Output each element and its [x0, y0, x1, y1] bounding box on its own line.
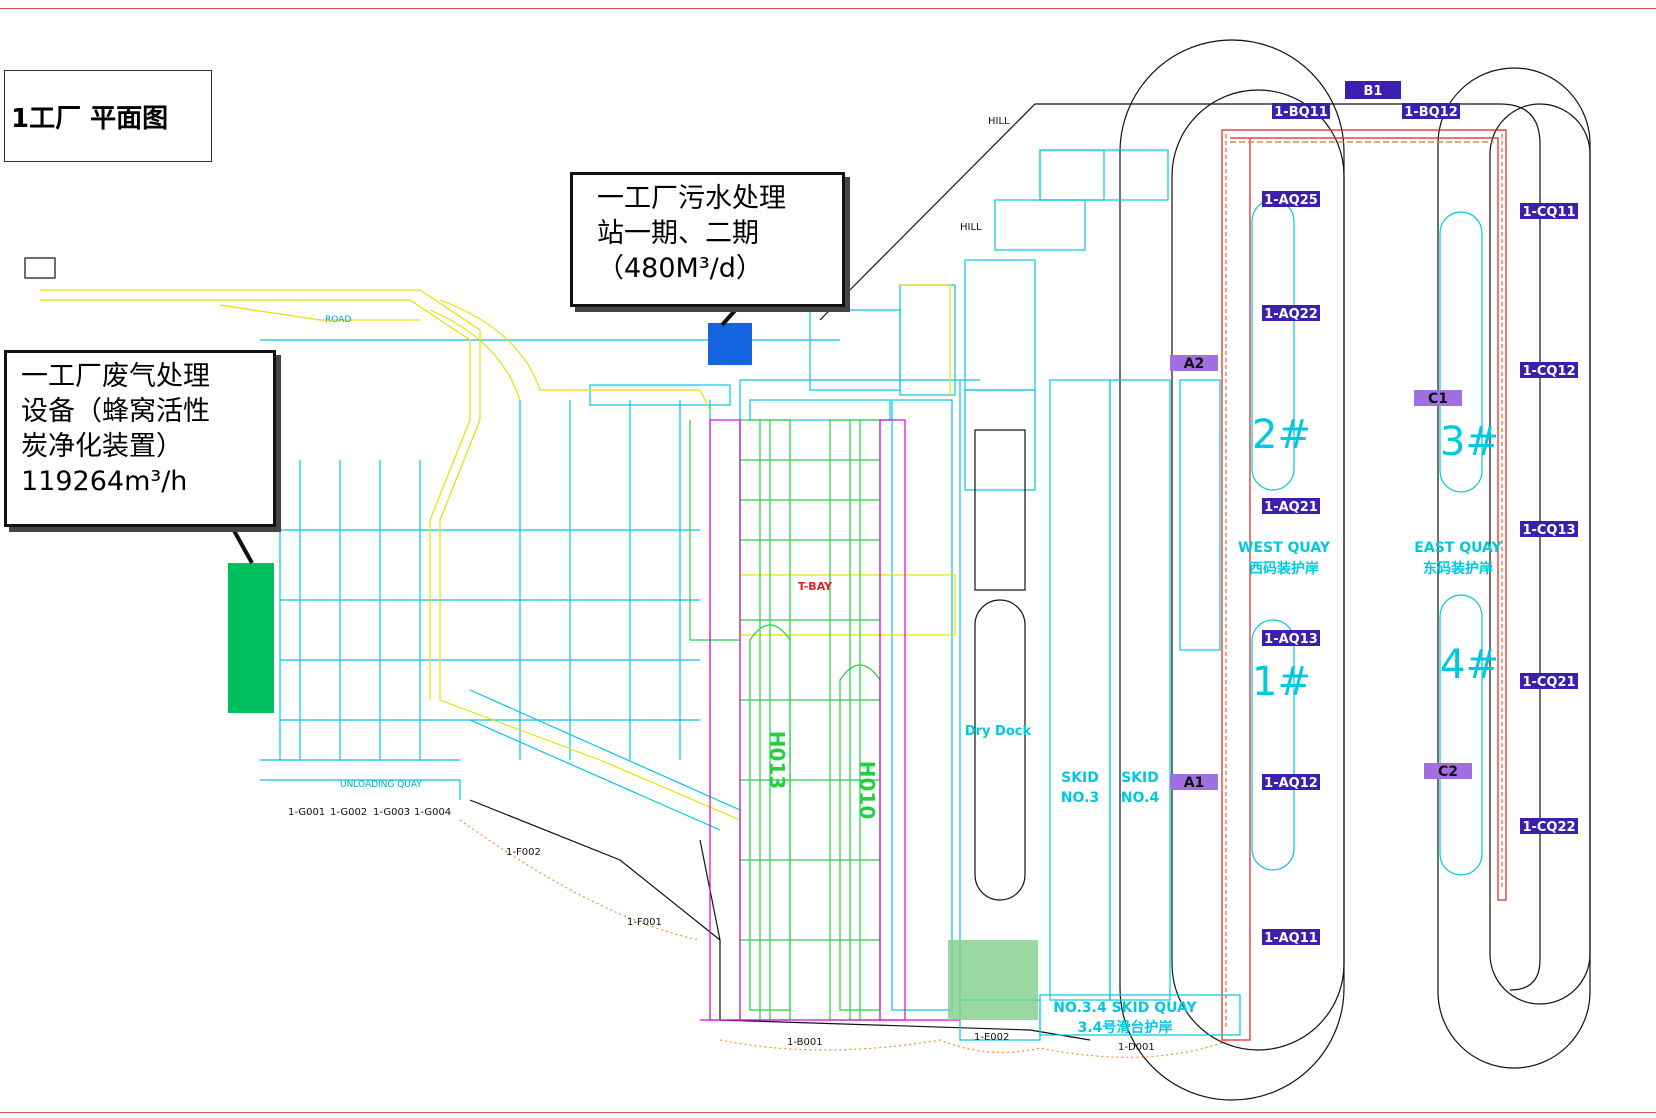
east-berth-outline-inner: [1489, 103, 1591, 1005]
h010-block: [829, 419, 881, 1021]
gas-pointer: [230, 526, 254, 564]
skid3-a: SKID: [1061, 770, 1099, 786]
road-label: ROAD: [325, 315, 351, 325]
berth-3: 3#: [1440, 419, 1499, 465]
hill-label-2: HILL: [960, 222, 982, 233]
tag-cq22: 1-CQ22: [1522, 820, 1575, 835]
sewage-pointer: [720, 303, 742, 327]
west-berth-outline-inner: [1171, 89, 1345, 1051]
gas-callout-line-3: 炭净化装置）: [21, 431, 183, 462]
sewage-callout-line-3: （480M³/d）: [597, 253, 763, 284]
tag-a2: A2: [1184, 356, 1205, 372]
tag-aq12: 1-AQ12: [1264, 776, 1318, 791]
unloading-quay-label: UNLOADING QUAY: [340, 780, 422, 790]
gas-callout-line-4: 119264m³/h: [21, 466, 188, 497]
skid3-b: NO.3: [1061, 790, 1099, 806]
quay-edge-red: [1221, 129, 1507, 1041]
east-quay-en: EAST QUAY: [1414, 540, 1502, 556]
sewage-callout-line-1: 一工厂污水处理: [597, 183, 786, 214]
berth-2: 2#: [1252, 412, 1311, 458]
hill-label-1: HILL: [988, 116, 1010, 127]
purple-tag-layer: B1 1-BQ11 1-BQ12 1-AQ25 1-AQ22 1-AQ21 1-…: [1262, 81, 1578, 946]
top-border: [0, 8, 1656, 9]
gas-callout-line-2: 设备（蜂窝活性: [21, 396, 210, 427]
tag-cq11: 1-CQ11: [1522, 205, 1575, 220]
tag-bq12: 1-BQ12: [1404, 105, 1458, 120]
tag-c1: C1: [1428, 391, 1448, 407]
site-boundary: [819, 103, 1541, 991]
h010-label: H010: [855, 761, 879, 820]
tbay-label: T-BAY: [798, 580, 833, 593]
waste-gas-callout: 一工厂废气处理 设备（蜂窝活性 炭净化装置） 119264m³/h: [4, 350, 276, 527]
tag-cq13: 1-CQ13: [1522, 523, 1575, 538]
sewage-plant-marker: [708, 323, 752, 365]
sewage-callout-line-2: 站一期、二期: [597, 218, 759, 249]
code-e002: 1-E002: [974, 1032, 1009, 1043]
berth-1: 1#: [1252, 659, 1311, 705]
tag-a1: A1: [1184, 775, 1205, 791]
light-purple-tag-layer: A2 A1 C1 C2: [1170, 355, 1472, 791]
green-pad: [948, 940, 1038, 1020]
sewage-plant-callout: 一工厂污水处理 站一期、二期 （480M³/d）: [570, 172, 845, 307]
bottom-border: [0, 1112, 1656, 1113]
skid-quay-en: NO.3.4 SKID QUAY: [1053, 1000, 1197, 1016]
tag-aq22: 1-AQ22: [1264, 307, 1318, 322]
tag-aq11: 1-AQ11: [1264, 931, 1318, 946]
code-g002: 1-G002: [330, 807, 367, 818]
tag-bq11: 1-BQ11: [1274, 105, 1328, 120]
gas-callout-line-1: 一工厂废气处理: [21, 361, 210, 392]
tag-c2: C2: [1438, 764, 1458, 780]
dry-dock-label: Dry Dock: [965, 724, 1032, 739]
tag-cq21: 1-CQ21: [1522, 675, 1575, 690]
h013-label: H013: [765, 731, 789, 790]
skid4-b: NO.4: [1121, 790, 1160, 806]
tag-cq12: 1-CQ12: [1522, 364, 1575, 379]
skid4-a: SKID: [1121, 770, 1159, 786]
tag-aq21: 1-AQ21: [1264, 500, 1318, 515]
code-g003: 1-G003: [373, 807, 410, 818]
tag-aq13: 1-AQ13: [1264, 632, 1318, 647]
dry-dock-outline: [974, 599, 1026, 901]
code-g004: 1-G004: [414, 807, 451, 818]
code-d001: 1-D001: [1118, 1042, 1155, 1053]
gas-treatment-marker: [228, 563, 274, 713]
code-b001: 1-B001: [787, 1037, 823, 1048]
shoreline-dotted: [459, 819, 1231, 1058]
h013-block: [739, 419, 791, 1021]
tag-aq25: 1-AQ25: [1264, 193, 1318, 208]
code-g001: 1-G001: [288, 807, 325, 818]
code-f001: 1-F001: [627, 917, 662, 928]
berth-4: 4#: [1440, 642, 1499, 688]
code-f002: 1-F002: [506, 847, 541, 858]
east-quay-cn: 东码装护岸: [1423, 560, 1493, 577]
tag-b1: B1: [1364, 84, 1383, 99]
page-title: 1工厂 平面图: [4, 70, 212, 162]
west-quay-en: WEST QUAY: [1238, 540, 1331, 556]
skid-quay-cn: 3.4号滑台护岸: [1078, 1019, 1173, 1036]
west-quay-cn: 西码装护岸: [1249, 560, 1319, 577]
